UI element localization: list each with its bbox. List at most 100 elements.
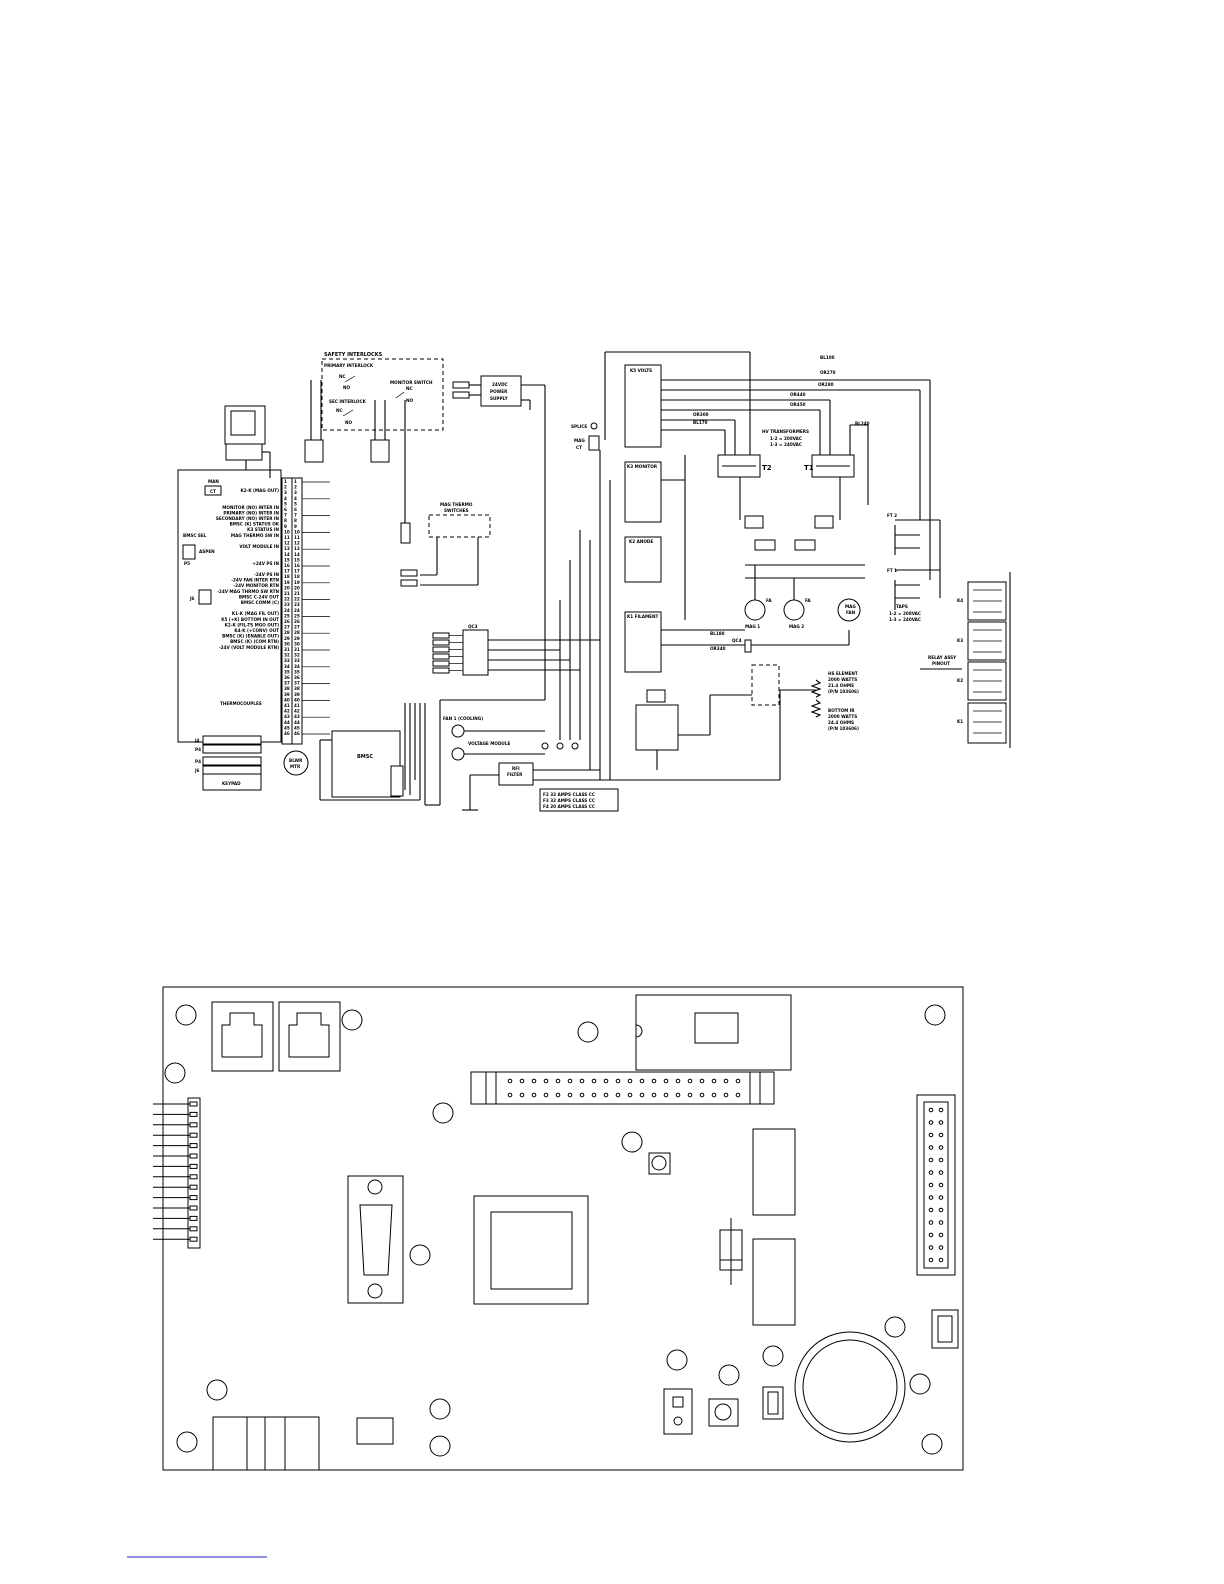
pin-number: 42 (284, 709, 290, 714)
pin-number: 45 (284, 725, 290, 730)
pin-number: 33 (284, 658, 290, 663)
relay-assy-pinout: RELAY ASSY PINOUT K4 K3 K2 K1 (920, 572, 1011, 748)
left-pin-pad (189, 1195, 198, 1201)
taps-title: TAPS (896, 604, 908, 609)
header-pin (579, 1078, 585, 1084)
heater-bottom-w: 2000 WATTS (828, 714, 857, 719)
pin-number: 23 (284, 602, 290, 607)
hv-tap1: 1-2 = 208VAC (770, 436, 802, 441)
pin-number: 34 (294, 664, 300, 669)
pin-number: 22 (294, 597, 300, 602)
pin-label: K5 (+K) BOTTOM IN OUT (221, 617, 279, 622)
pin-number: 7 (284, 513, 287, 518)
pin-number: 21 (294, 591, 300, 596)
pin-label: K2-K (FIL-TS MGO OUT) (225, 622, 279, 627)
buzzer (794, 1331, 906, 1443)
pin-number: 30 (294, 641, 300, 646)
relay-k1: K1 FILAMENT (559, 450, 745, 780)
mounting-hole (666, 1349, 688, 1371)
p4-label-2: P4 (195, 759, 201, 764)
pin-number: 35 (284, 669, 290, 674)
header-pin (627, 1078, 633, 1084)
heater-element-pn: (P/N 103606) (828, 689, 859, 694)
header-pin (519, 1078, 525, 1084)
j6-conn-label: J6 (194, 768, 200, 773)
header-pin (603, 1078, 609, 1084)
mag-ct-line2: CT (576, 445, 582, 450)
pin-number: 44 (294, 720, 300, 725)
pin-number: 5 (284, 501, 287, 506)
right-header-pin (928, 1170, 934, 1175)
header-pin (711, 1092, 717, 1098)
wire-label-or450: OR450 (790, 402, 806, 407)
pin-number: 9 (294, 524, 297, 529)
right-header-pin (928, 1232, 934, 1238)
right-header-pin (928, 1195, 934, 1200)
heater-bottom: BOTTOM IR (828, 708, 855, 713)
pin-number: 22 (284, 597, 290, 602)
right-header-pin (928, 1257, 934, 1263)
small-chip (356, 1417, 394, 1445)
pin-number: 21 (284, 591, 290, 596)
mag-fan-line1: MAG (845, 604, 856, 609)
header-pin (651, 1092, 657, 1098)
pin-number: 36 (294, 675, 300, 680)
header-pin (651, 1078, 657, 1084)
pin-number: 25 (294, 613, 300, 618)
mounting-hole (176, 1431, 198, 1453)
heater-bottom-ohm: 24.4 OHMS (828, 720, 854, 725)
qc3-wire-tag (432, 653, 450, 660)
header-pin (615, 1092, 621, 1098)
pin-number: 15 (294, 557, 300, 562)
left-pin-pad (189, 1132, 198, 1138)
header-pin (723, 1078, 729, 1084)
pin-number: 6 (294, 507, 297, 512)
relay-2 (752, 1238, 796, 1326)
pin-number: 10 (284, 529, 290, 534)
pin-number: 3 (284, 490, 287, 495)
left-pin-pad (189, 1111, 198, 1117)
qc3-block: QC3 (432, 624, 600, 676)
p5-label: P5 (184, 561, 190, 566)
fuse-f2: F2 32 AMPS CLASS CC (543, 792, 595, 797)
primary-interlock-label: PRIMARY INTERLOCK (324, 363, 374, 368)
ft-taps: FT 2 FT 1 TAPS 1-2 = 208VAC 1-3 = 240VAC (887, 513, 941, 622)
right-header-pin (938, 1232, 944, 1238)
rfi-line2: FILTER (507, 772, 523, 777)
splice-mag-ct: SPLICE MAG CT (571, 422, 600, 451)
nc-label-3: NC (406, 386, 413, 391)
terminal-block (212, 1416, 320, 1471)
taps-line2: 1-3 = 240VAC (889, 617, 921, 622)
pin-number: 2 (294, 485, 297, 490)
right-header-pin (938, 1170, 944, 1175)
header-pin (699, 1078, 705, 1084)
ribbon-pins (507, 1078, 741, 1098)
small-connector (931, 1309, 959, 1349)
mounting-hole (909, 1373, 931, 1395)
right-header-pin (938, 1257, 944, 1263)
pin-number: 40 (284, 697, 290, 702)
fa-label-1: FA (766, 598, 772, 603)
left-pin-pad (189, 1205, 198, 1211)
header-pin (507, 1078, 513, 1084)
eprom-socket (635, 994, 792, 1071)
right-header-pin (928, 1157, 934, 1163)
pin-number: 13 (294, 546, 300, 551)
pin-label: BMSC (K) STATUS OK (230, 522, 280, 527)
left-pin-pad (189, 1163, 198, 1169)
pin-number: 29 (284, 636, 290, 641)
blower-line2: MTR (290, 764, 301, 769)
right-header-pin (938, 1120, 944, 1125)
ps-line1: 24VDC (492, 382, 508, 387)
mounting-hole (175, 1004, 197, 1026)
right-header-pin (928, 1120, 934, 1125)
ct-label: CT (210, 489, 216, 494)
right-header-pin (928, 1245, 934, 1250)
header-pin (735, 1092, 741, 1098)
cpu-chip (473, 1195, 589, 1305)
pin-number: 36 (284, 675, 290, 680)
pin-number: 12 (294, 541, 300, 546)
pin-number: 16 (294, 563, 300, 568)
right-header-pin (938, 1145, 944, 1150)
pin-label: MONITOR (NO) INTER IN (222, 505, 279, 510)
